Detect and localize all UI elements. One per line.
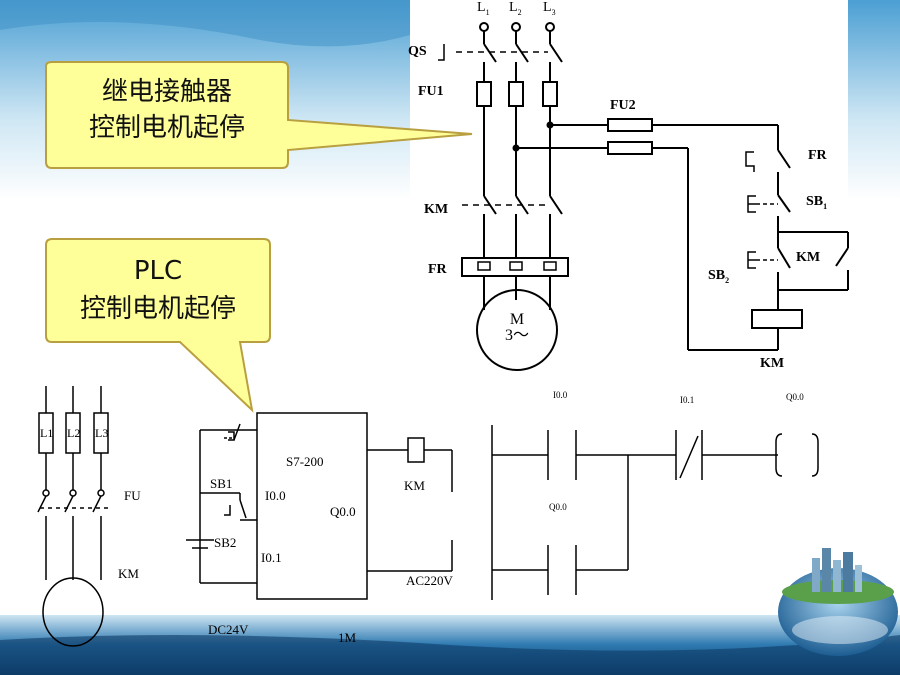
sb1-label: SB1 bbox=[806, 194, 827, 211]
fr-main-label: FR bbox=[428, 262, 447, 277]
output-q00-label: Q0.0 bbox=[330, 504, 356, 519]
fuse-l1-label: L1 bbox=[40, 426, 54, 440]
ac220v-label: AC220V bbox=[406, 573, 453, 588]
phase-l2-label: L2 bbox=[509, 0, 522, 17]
phase-l1-label: L1 bbox=[477, 0, 490, 17]
sb2-label: SB2 bbox=[708, 268, 729, 285]
km-plc-main-label: KM bbox=[118, 566, 139, 581]
input-i00-label: I0.0 bbox=[265, 488, 286, 503]
ladder-i00-label: I0.0 bbox=[553, 390, 568, 400]
sb1-sub: 1 bbox=[823, 201, 828, 211]
fuse-l2-label: L2 bbox=[67, 426, 81, 440]
km-coil-label: KM bbox=[760, 356, 785, 371]
sb1-plc-label: SB1 bbox=[210, 476, 233, 491]
relay-panel bbox=[410, 0, 849, 380]
km-main-label: KM bbox=[424, 202, 449, 217]
ladder-q00-coil-label: Q0.0 bbox=[786, 392, 804, 402]
motor-label: M 3～ bbox=[500, 312, 534, 344]
motor-label-bottom: 3～ bbox=[504, 327, 529, 344]
callout-plc: PLC 控制电机起停 bbox=[46, 252, 270, 328]
phase-l2-letter: L bbox=[509, 0, 518, 15]
km-coil-plc-label: KM bbox=[404, 478, 425, 493]
ladder-q00-contact-label: Q0.0 bbox=[549, 502, 567, 512]
callout-relay-shape bbox=[45, 61, 473, 169]
qs-label: QS bbox=[408, 44, 427, 59]
callout-relay-line2: 控制电机起停 bbox=[88, 113, 245, 143]
callout-relay-line1: 继电接触器 bbox=[101, 77, 232, 107]
phase-l1-letter: L bbox=[477, 0, 486, 15]
dc24v-label: DC24V bbox=[208, 622, 249, 637]
sb2-plc-label: SB2 bbox=[214, 535, 237, 550]
phase-l3-sub: 3 bbox=[551, 7, 556, 17]
plc-wiring bbox=[186, 412, 453, 600]
sb2-sub: 2 bbox=[725, 275, 730, 285]
fu-label: FU bbox=[124, 488, 141, 503]
plc-main-circuit bbox=[37, 386, 110, 647]
phase-l1-sub: 1 bbox=[485, 7, 490, 17]
phase-l2-sub: 2 bbox=[517, 7, 522, 17]
fu2-label: FU2 bbox=[610, 98, 636, 113]
globe-city-icon bbox=[778, 548, 898, 656]
callout-plc-line1: PLC bbox=[133, 256, 183, 286]
callout-relay: 继电接触器 控制电机起停 bbox=[46, 74, 288, 146]
ladder-diagram bbox=[491, 425, 819, 600]
phase-l3-letter: L bbox=[543, 0, 552, 15]
motor-label-top: M bbox=[509, 311, 525, 328]
fuse-l3-label: L3 bbox=[95, 426, 109, 440]
sb2-text: SB bbox=[708, 268, 726, 283]
sb1-text: SB bbox=[806, 194, 824, 209]
phase-l3-label: L3 bbox=[543, 0, 556, 17]
plc-model-label: S7-200 bbox=[286, 454, 324, 469]
common-1m-label: 1M bbox=[338, 630, 357, 645]
callout-plc-line2: 控制电机起停 bbox=[79, 294, 236, 324]
callout-plc-shape bbox=[45, 238, 271, 413]
km-aux-label: KM bbox=[796, 250, 821, 265]
fu1-label: FU1 bbox=[418, 84, 444, 99]
ladder-i01-label: I0.1 bbox=[680, 395, 695, 405]
fr-ctrl-label: FR bbox=[808, 148, 827, 163]
input-i01-label: I0.1 bbox=[261, 550, 282, 565]
